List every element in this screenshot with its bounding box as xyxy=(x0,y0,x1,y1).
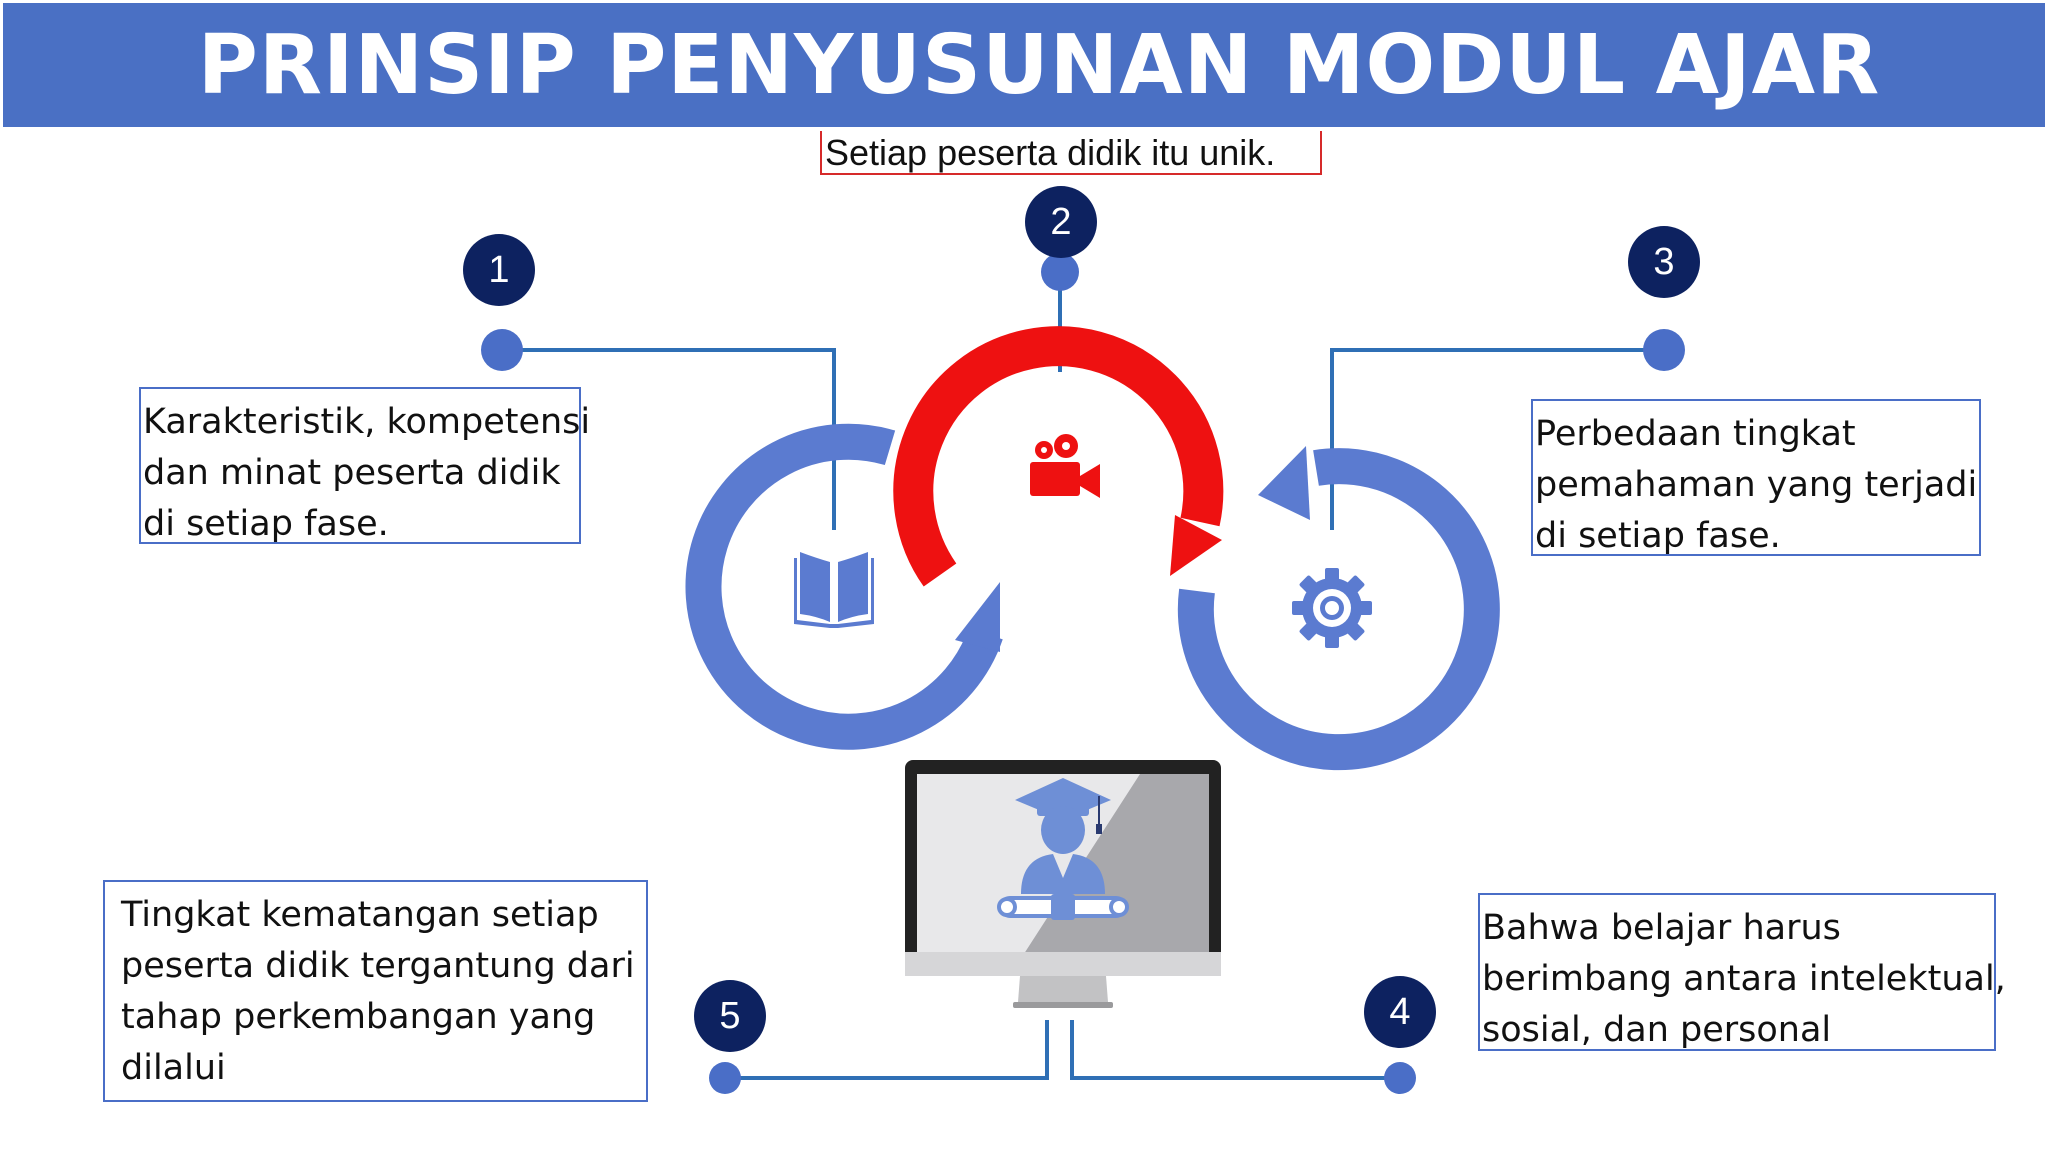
graduate-icon xyxy=(997,778,1129,920)
step-3-line: pemahaman yang terjadi xyxy=(1535,465,1978,505)
step-1-text-box: Karakteristik, kompetensi dan minat pese… xyxy=(139,387,591,544)
step-number-3: 3 xyxy=(1628,226,1700,298)
step-4-line: berimbang antara intelektual, xyxy=(1482,959,2006,999)
step-5-line: tahap perkembangan yang xyxy=(121,997,596,1037)
step-4-line: Bahwa belajar harus xyxy=(1482,908,1841,948)
title-bar: PRINSIP PENYUSUNAN MODUL AJAR xyxy=(3,3,2045,127)
connector-1 xyxy=(502,348,836,530)
step-4-line: sosial, dan personal xyxy=(1482,1010,1832,1050)
step-number-1: 1 xyxy=(463,234,535,306)
step-3-text-box: Perbedaan tingkat pemahaman yang terjadi… xyxy=(1531,399,1981,556)
center-cycle-arrow xyxy=(893,326,1224,587)
left-cycle-arrow xyxy=(685,423,1003,750)
step-1-line: Karakteristik, kompetensi xyxy=(143,402,591,442)
video-camera-icon xyxy=(1030,434,1100,498)
gear-icon xyxy=(1292,568,1372,648)
connector-5 xyxy=(725,1020,1049,1080)
connector-dots xyxy=(481,253,1685,1094)
right-cycle-arrow xyxy=(1177,446,1500,771)
step-5-text-box: Tingkat kematangan setiap peserta didik … xyxy=(103,880,648,1102)
connector-dot-2 xyxy=(1041,253,1079,291)
step-3-line: di setiap fase. xyxy=(1535,516,1781,556)
book-icon xyxy=(794,552,874,628)
step-number-5: 5 xyxy=(694,980,766,1052)
connector-dot-1 xyxy=(481,329,523,371)
step-5-line: Tingkat kematangan setiap xyxy=(121,895,599,935)
connector-dot-3 xyxy=(1643,329,1685,371)
step-1-line: dan minat peserta didik xyxy=(143,453,561,493)
monitor-icon xyxy=(905,760,1221,1008)
connector-4 xyxy=(1070,1020,1400,1080)
subtitle: Setiap peserta didik itu unik. xyxy=(820,131,1322,175)
connector-dot-4 xyxy=(1384,1062,1416,1094)
step-5-line: dilalui xyxy=(121,1048,226,1088)
step-1-line: di setiap fase. xyxy=(143,504,389,544)
step-5-line: peserta didik tergantung dari xyxy=(121,946,635,986)
connector-dot-5 xyxy=(709,1062,741,1094)
step-3-line: Perbedaan tingkat xyxy=(1535,414,1856,454)
step-number-2: 2 xyxy=(1025,186,1097,258)
step-number-4: 4 xyxy=(1364,976,1436,1048)
step-4-text-box: Bahwa belajar harus berimbang antara int… xyxy=(1478,893,2006,1051)
page-title: PRINSIP PENYUSUNAN MODUL AJAR xyxy=(197,17,1881,113)
